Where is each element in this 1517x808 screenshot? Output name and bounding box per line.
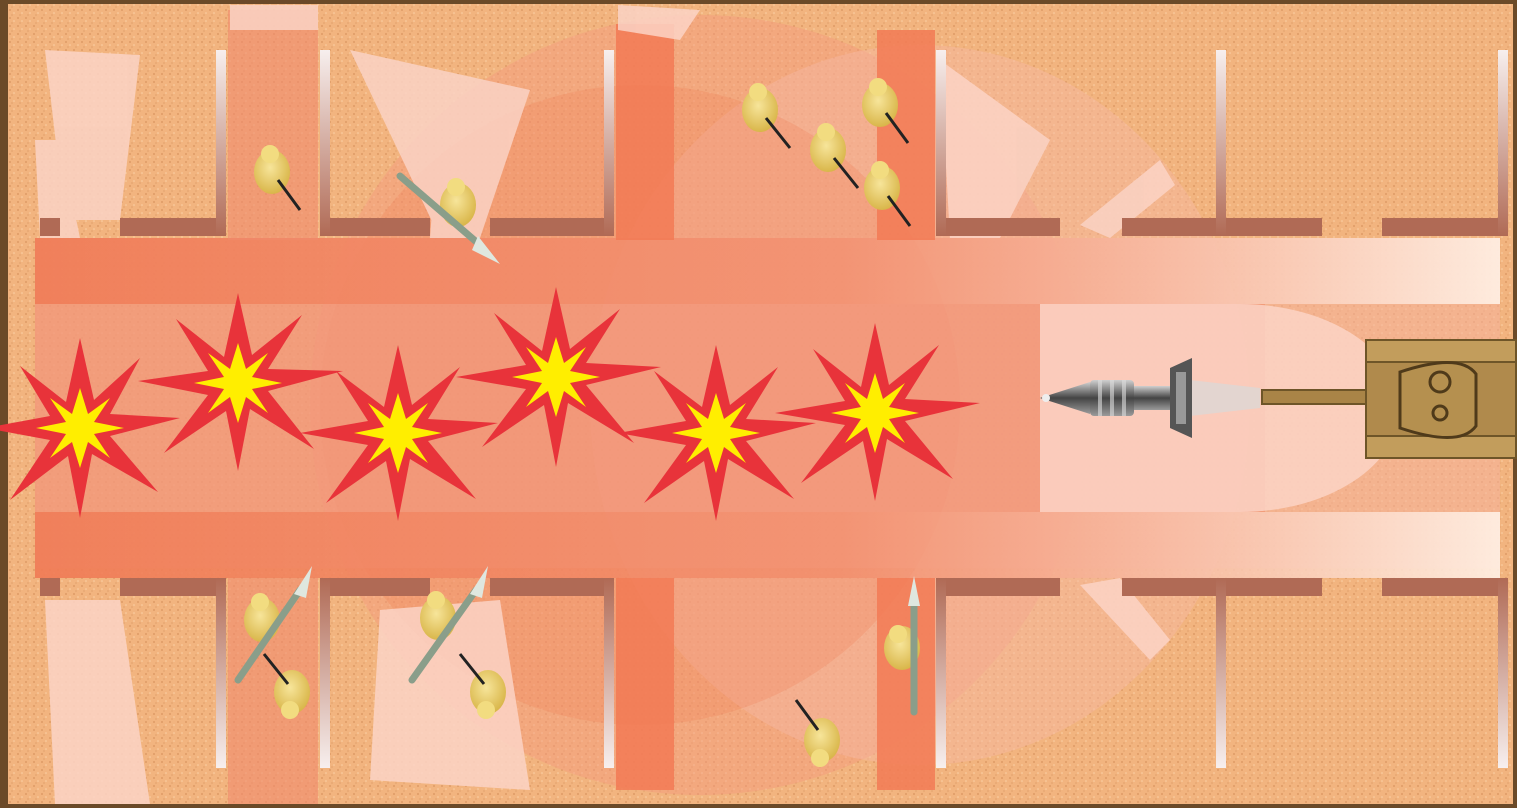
rpg-launcher-icon	[396, 172, 500, 264]
rpg-launcher-icon	[908, 576, 920, 716]
starburst-icon	[138, 293, 343, 471]
explosions	[0, 287, 980, 521]
starburst-icon	[775, 323, 980, 501]
room-blast-wedges	[35, 5, 1175, 804]
soldier-icon	[862, 78, 910, 144]
starburst-icon	[0, 338, 180, 518]
tank-icon	[1261, 339, 1517, 459]
soldier-icon	[864, 161, 912, 227]
soldier-icon	[458, 653, 506, 719]
starburst-icon	[618, 345, 816, 521]
starburst-icon	[456, 287, 661, 467]
rpg-launchers	[234, 172, 920, 716]
soldier-icon	[262, 653, 310, 719]
soldier-icon	[810, 123, 860, 189]
starburst-icon	[300, 345, 498, 521]
soldier-icon	[794, 699, 840, 767]
walls	[40, 50, 1508, 768]
soldier-icon	[742, 83, 792, 149]
thermobaric-rocket-icon	[1040, 358, 1260, 438]
rpg-launcher-icon	[234, 566, 312, 684]
rpg-launcher-icon	[408, 566, 488, 684]
soldier-icon	[254, 145, 302, 211]
